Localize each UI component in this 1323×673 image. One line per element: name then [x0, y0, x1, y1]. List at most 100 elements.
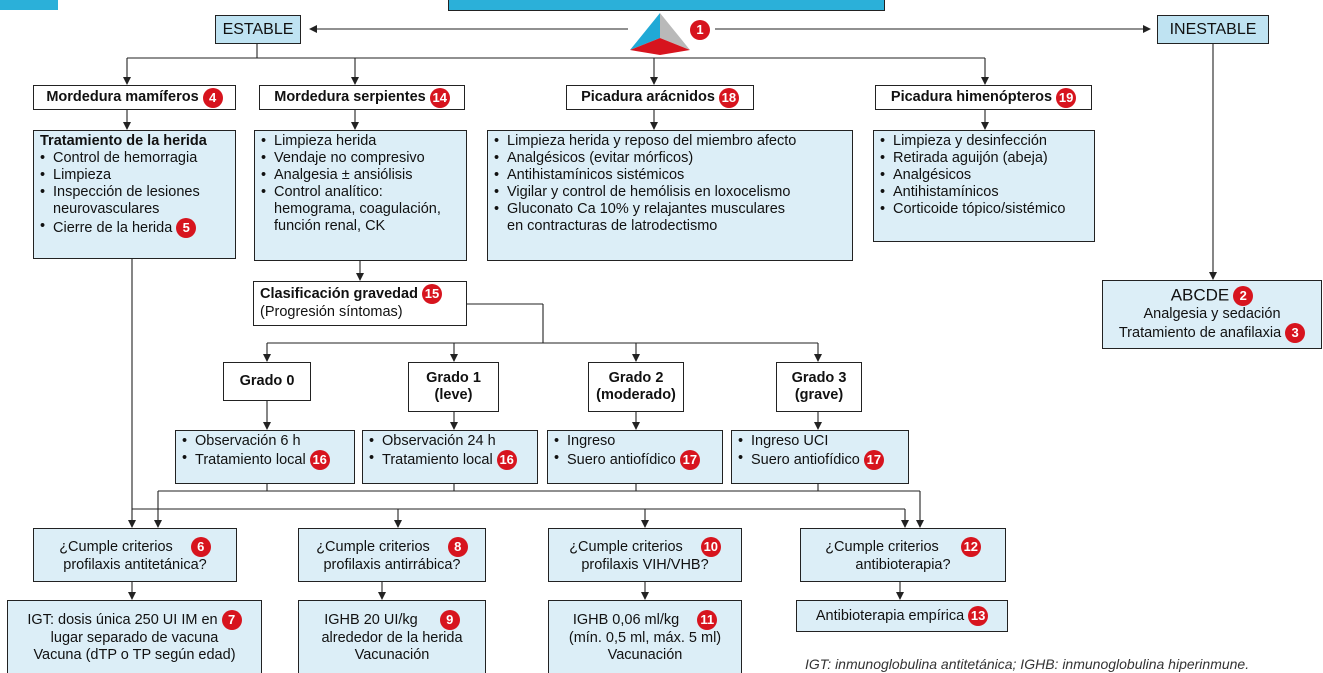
criteria-antirrabica-l1-row: ¿Cumple criterios 8: [316, 536, 468, 557]
grade-1-box: Grado 1 (leve): [408, 362, 499, 412]
aracnidos-treatment-list: Limpieza herida y reposo del miembro afe…: [494, 133, 846, 235]
treatment-ighb-vih-l1: IGHB 0,06 ml/kg: [572, 611, 680, 628]
category-himenopteros-label: Picadura himenópteros: [890, 89, 1053, 105]
treatment-igt-l1: IGT: dosis única 250 UI IM en: [27, 611, 218, 628]
grade-2-sublabel: (moderado): [596, 387, 676, 403]
list-item: Analgesia ± ansiólisis: [261, 167, 460, 184]
list-item-text: Tratamiento local: [195, 451, 306, 468]
inestable-label: INESTABLE: [1169, 21, 1257, 38]
logo-icon: [630, 13, 690, 55]
category-serpientes-label: Mordedura serpientes: [274, 89, 426, 105]
grade-3-box: Grado 3 (grave): [776, 362, 862, 412]
badge-15: 15: [421, 284, 442, 304]
grade-1-sublabel: (leve): [434, 387, 473, 403]
abcde-title: ABCDE: [1170, 285, 1230, 305]
footnote: IGT: inmunoglobulina antitetánica; IGHB:…: [805, 656, 1250, 672]
serpientes-treatment-list: Limpieza herida Vendaje no compresivo An…: [261, 133, 460, 235]
list-item: Limpieza herida: [261, 133, 460, 150]
list-item: Limpieza: [40, 167, 229, 184]
criteria-antirrabica-l1: ¿Cumple criterios: [316, 538, 430, 555]
treatment-ighb-rabia-l1: IGHB 20 UI/kg: [324, 611, 418, 628]
list-item-text: Suero antiofídico: [567, 451, 676, 468]
badge-14: 14: [429, 87, 450, 108]
title-bar: [448, 0, 885, 11]
treatment-igt-l3: Vacuna (dTP o TP según edad): [33, 647, 236, 663]
badge-7: 7: [221, 610, 242, 630]
badge-2: 2: [1233, 286, 1254, 306]
mamiferos-treatment-box: Tratamiento de la herida Control de hemo…: [33, 130, 236, 259]
badge-8: 8: [447, 536, 468, 557]
mamiferos-treatment-title: Tratamiento de la herida: [40, 133, 207, 149]
list-item: Ingreso: [554, 433, 716, 450]
corner-tab: [0, 0, 58, 10]
criteria-antibioterapia-l1: ¿Cumple criterios: [825, 538, 939, 555]
list-item-text: Suero antiofídico: [751, 451, 860, 468]
grade-0-box: Grado 0: [223, 362, 311, 401]
criteria-vih-l1: ¿Cumple criterios: [569, 538, 683, 555]
treatment-ighb-rabia: IGHB 20 UI/kg 9 alrededor de la herida Va…: [298, 600, 486, 673]
list-item: Analgésicos: [880, 167, 1088, 184]
treatment-antibioterapia-l1: Antibioterapia empírica: [815, 607, 965, 624]
grade-2-box: Grado 2 (moderado): [588, 362, 684, 412]
treatment-ighb-rabia-l3: Vacunación: [354, 647, 430, 663]
grade-1-label: Grado 1: [426, 370, 481, 386]
list-item: Antihistamínicos sistémicos: [494, 167, 846, 184]
criteria-antitetanica-l1: ¿Cumple criterios: [59, 538, 173, 555]
list-item: Ingreso UCI: [738, 433, 902, 450]
list-item-text: Tratamiento local: [382, 451, 493, 468]
estable-label: ESTABLE: [222, 21, 294, 38]
clasificacion-subtitle: (Progresión síntomas): [260, 304, 403, 320]
badge-1: 1: [690, 20, 710, 40]
list-item: función renal, CK: [274, 218, 386, 234]
list-item: neurovasculares: [53, 201, 160, 217]
list-item: Gluconato Ca 10% y relajantes musculares: [494, 201, 846, 218]
clasificacion-title: Clasificación gravedad: [260, 285, 418, 302]
treatment-ighb-vih-l1-row: IGHB 0,06 ml/kg 11: [572, 610, 718, 630]
badge-16: 16: [309, 450, 330, 470]
grade-0-label: Grado 0: [239, 373, 295, 389]
list-item: Limpieza y desinfección: [880, 133, 1088, 150]
list-item: Corticoide tópico/sistémico: [880, 201, 1088, 218]
badge-16: 16: [496, 450, 517, 470]
himenopteros-treatment-list: Limpieza y desinfección Retirada aguijón…: [880, 133, 1088, 218]
list-item: Inspección de lesiones: [40, 184, 229, 201]
serpientes-treatment-box: Limpieza herida Vendaje no compresivo An…: [254, 130, 467, 261]
list-item: Analgésicos (evitar mórficos): [494, 150, 846, 167]
aracnidos-treatment-box: Limpieza herida y reposo del miembro afe…: [487, 130, 853, 261]
inestable-box: INESTABLE: [1157, 15, 1269, 44]
badge-18: 18: [718, 87, 739, 108]
badge-9: 9: [439, 610, 460, 630]
badge-11: 11: [697, 610, 718, 630]
badge-5: 5: [176, 218, 197, 238]
estable-box: ESTABLE: [215, 15, 301, 44]
criteria-antibioterapia-l2: antibioterapia?: [855, 556, 951, 573]
list-item: hemograma, coagulación,: [274, 201, 441, 217]
list-item: Control de hemorragia: [40, 150, 229, 167]
treatment-ighb-rabia-l1-row: IGHB 20 UI/kg 9: [324, 610, 460, 630]
treatment-ighb-rabia-l2: alrededor de la herida: [321, 630, 463, 646]
grade-2-label: Grado 2: [608, 370, 664, 386]
grade-3-label: Grado 3: [791, 370, 847, 386]
list-item: Vendaje no compresivo: [261, 150, 460, 167]
